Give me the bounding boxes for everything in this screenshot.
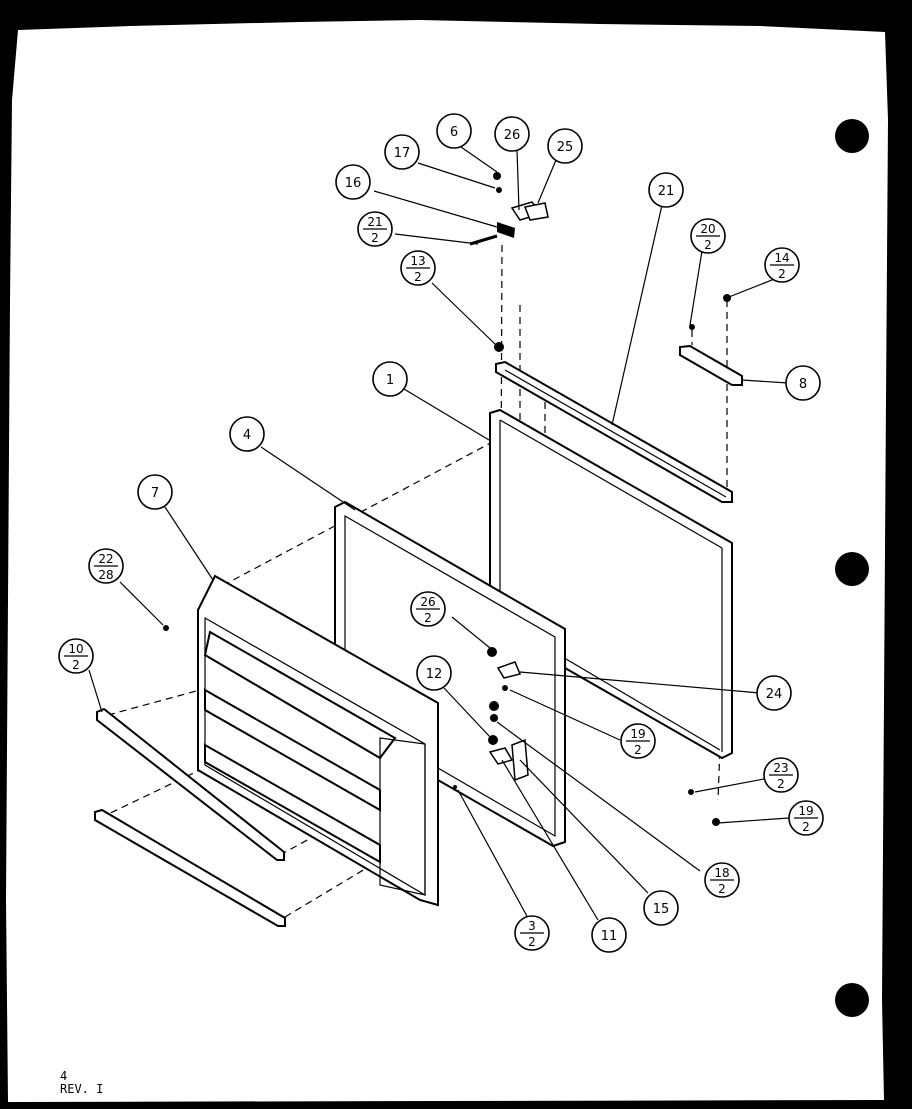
- callout-quantity: 2: [414, 270, 422, 284]
- callout-quantity: 2: [777, 777, 785, 791]
- callout-quantity: 2: [802, 820, 810, 834]
- callout-quantity: 2: [424, 611, 432, 625]
- callout-quantity: 2: [72, 658, 80, 672]
- callout-number: 19: [630, 727, 645, 741]
- callout-quantity: 2: [371, 231, 379, 245]
- callout-number: 22: [98, 552, 113, 566]
- callout-26-2: 262: [410, 591, 446, 627]
- callout-number: 21: [658, 184, 675, 199]
- callout-quantity: 2: [704, 238, 712, 252]
- callout-number: 15: [653, 902, 670, 917]
- callout-number: 6: [450, 125, 458, 140]
- callout-20-2: 202: [690, 218, 726, 254]
- shelf-bar-lower: [94, 808, 286, 927]
- callout-number: 26: [420, 595, 435, 609]
- callout-number: 11: [601, 929, 618, 944]
- leader-lines: [88, 146, 790, 921]
- callout-number: 23: [773, 761, 788, 775]
- callout-7: 7: [137, 474, 173, 510]
- callout-1: 1: [372, 361, 408, 397]
- callout-number: 7: [151, 486, 159, 501]
- callout-6: 6: [436, 113, 472, 149]
- sheet-footer: 4 REV. I: [60, 1070, 103, 1096]
- callout-11: 11: [591, 917, 627, 953]
- callout-number: 19: [798, 804, 813, 818]
- callout-14-2: 142: [764, 247, 800, 283]
- callout-number: 25: [557, 140, 574, 155]
- top-hinge-bar: [495, 360, 733, 503]
- callout-17: 17: [384, 134, 420, 170]
- callout-21-2: 212: [357, 211, 393, 247]
- callout-19-2b: 192: [788, 800, 824, 836]
- callout-number: 3: [528, 919, 536, 933]
- callout-quantity: 28: [98, 568, 113, 582]
- callout-4: 4: [229, 416, 265, 452]
- callout-number: 16: [345, 176, 362, 191]
- callout-quantity: 2: [634, 743, 642, 757]
- callout-number: 8: [799, 377, 807, 392]
- callout-number: 17: [394, 146, 411, 161]
- callout-number: 26: [504, 128, 521, 143]
- callout-number: 12: [426, 667, 443, 682]
- page-number: 4: [60, 1069, 68, 1083]
- callout-number: 21: [367, 215, 382, 229]
- callout-21: 21: [648, 172, 684, 208]
- callout-18-2: 182: [704, 862, 740, 898]
- callout-number: 20: [700, 222, 715, 236]
- callout-25: 25: [547, 128, 583, 164]
- callout-13-2: 132: [400, 250, 436, 286]
- callout-number: 10: [68, 642, 83, 656]
- callout-quantity: 2: [528, 935, 536, 949]
- callout-8: 8: [785, 365, 821, 401]
- inner-door-liner: [197, 574, 439, 907]
- bracket: [679, 344, 743, 386]
- callout-12: 12: [416, 655, 452, 691]
- callout-16: 16: [335, 164, 371, 200]
- callout-3-2: 32: [514, 915, 550, 951]
- callout-number: 18: [714, 866, 729, 880]
- punch-hole-top: [835, 119, 869, 153]
- revision-label: REV. I: [60, 1082, 104, 1096]
- punch-hole-middle: [835, 552, 869, 586]
- shelf-bar-upper: [96, 707, 285, 861]
- callout-quantity: 2: [778, 267, 786, 281]
- callout-number: 13: [410, 254, 425, 268]
- callout-26a: 26: [494, 116, 530, 152]
- callout-15: 15: [643, 890, 679, 926]
- callout-quantity: 2: [718, 882, 726, 896]
- callout-19-2a: 192: [620, 723, 656, 759]
- callout-number: 1: [386, 373, 394, 388]
- callout-number: 24: [766, 687, 783, 702]
- callout-23-2: 232: [763, 757, 799, 793]
- callout-24: 24: [756, 675, 792, 711]
- callout-number: 4: [243, 428, 251, 443]
- punch-hole-bottom: [835, 983, 869, 1017]
- callout-10-2: 102: [58, 638, 94, 674]
- callout-number: 14: [774, 251, 789, 265]
